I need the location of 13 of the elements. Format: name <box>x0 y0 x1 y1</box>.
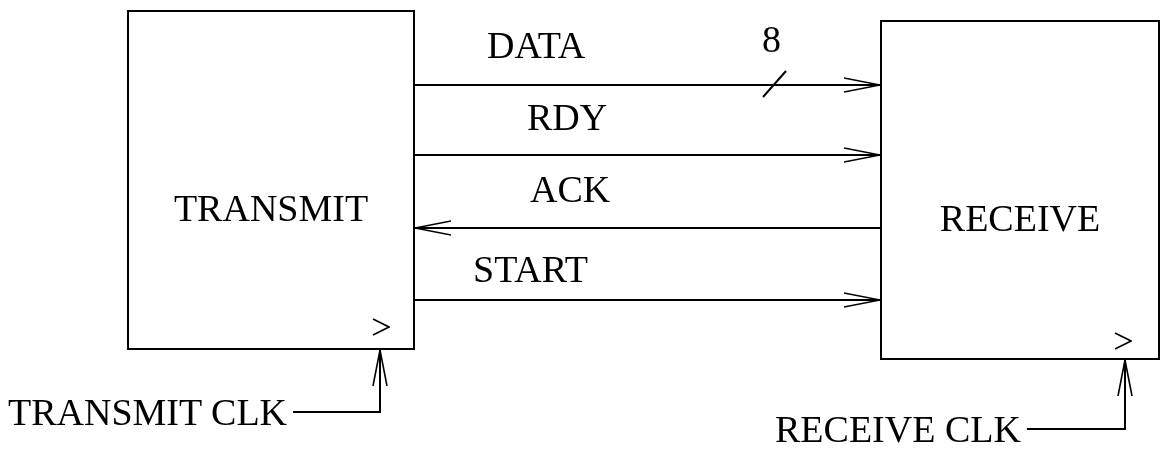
bus-width-number: 8 <box>762 20 781 58</box>
arrow <box>414 220 881 236</box>
signal-name: RECEIVE CLK <box>775 410 1021 448</box>
block-box <box>127 10 415 350</box>
signal-name: TRANSMIT CLK <box>8 393 288 431</box>
arrow <box>292 349 388 413</box>
arrow <box>1025 359 1133 430</box>
block-box <box>880 20 1160 360</box>
block-label: RECEIVE <box>939 199 1101 237</box>
block-label: TRANSMIT <box>173 189 369 227</box>
arrow <box>414 77 881 93</box>
arrow <box>414 147 881 163</box>
arrow <box>414 292 881 308</box>
